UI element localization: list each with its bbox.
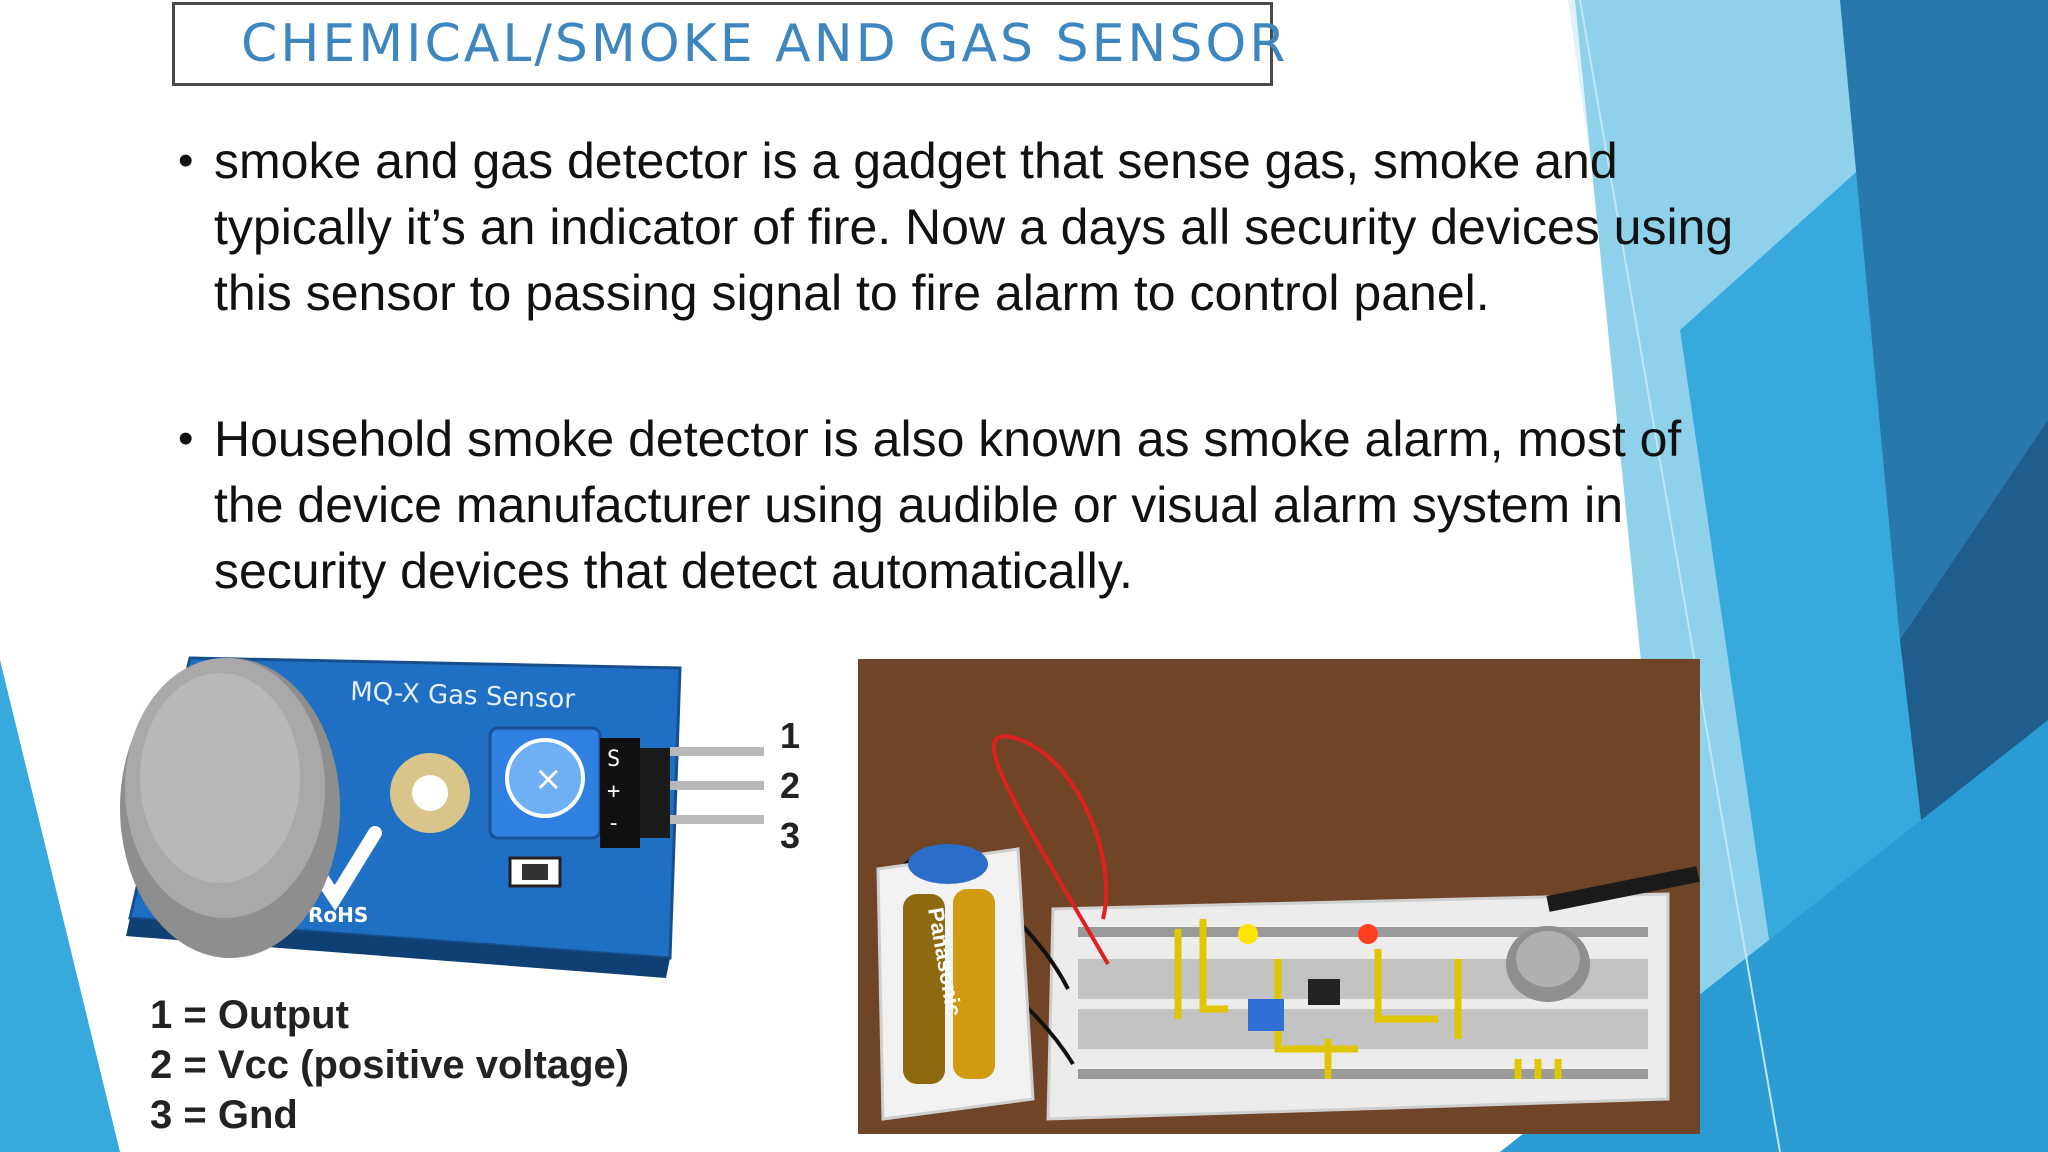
bullet-item: • Household smoke detector is also known… <box>178 406 1878 604</box>
rohs-label: RoHS <box>308 903 368 927</box>
pin-number: 2 <box>780 765 800 806</box>
bullet-list: • smoke and gas detector is a gadget tha… <box>178 128 1878 604</box>
pin-letter: S <box>607 747 620 772</box>
legend-line: 1 = Output <box>150 993 349 1037</box>
bullet-line: Household smoke detector is also known a… <box>214 411 1682 467</box>
pin-legend: 1 = Output 2 = Vcc (positive voltage) 3 … <box>150 990 629 1140</box>
bullet-dot-icon: • <box>178 136 194 185</box>
bullet-item: • smoke and gas detector is a gadget tha… <box>178 128 1878 326</box>
bullet-line: security devices that detect automatical… <box>214 543 1133 599</box>
pin-number: 1 <box>780 715 800 756</box>
pin-letter: + <box>607 779 620 804</box>
breadboard-circuit-photo: Panasonic <box>858 659 1700 1134</box>
pin-number: 3 <box>780 815 800 856</box>
gas-sensor-module-image: MQ-X Gas Sensor × S + - 1 2 3 RoHS <box>120 656 800 978</box>
bullet-line: typically it’s an indicator of fire. Now… <box>214 199 1734 255</box>
bullet-dot-icon: • <box>178 414 194 463</box>
svg-text:×: × <box>534 759 563 799</box>
slide-title-box: CHEMICAL/SMOKE AND GAS SENSOR <box>172 2 1285 86</box>
slide-title: CHEMICAL/SMOKE AND GAS SENSOR <box>241 14 1289 74</box>
pin-letter: - <box>607 811 620 836</box>
legend-line: 2 = Vcc (positive voltage) <box>150 1043 630 1087</box>
bullet-line: smoke and gas detector is a gadget that … <box>214 133 1618 189</box>
bullet-line: this sensor to passing signal to fire al… <box>214 265 1490 321</box>
bullet-line: the device manufacturer using audible or… <box>214 477 1624 533</box>
legend-line: 3 = Gnd <box>150 1093 298 1137</box>
